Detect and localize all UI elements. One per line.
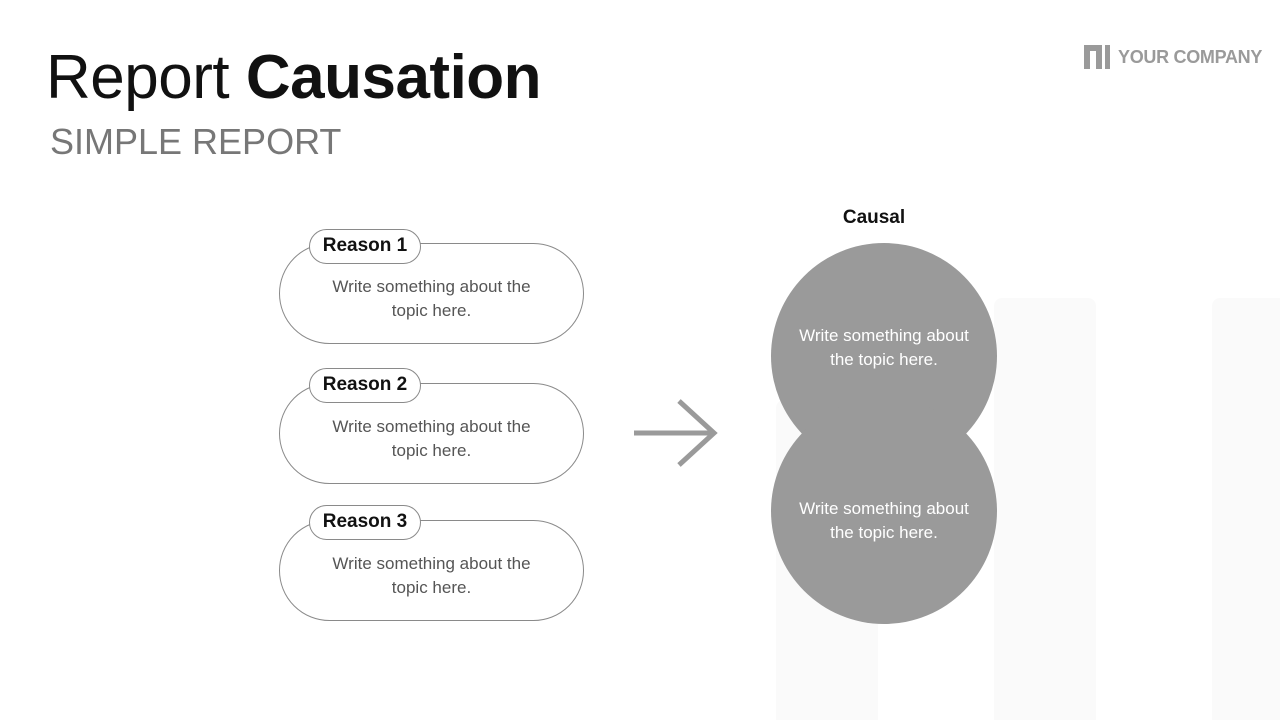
reason-box-2: Write something about the topic here. [279,383,584,484]
reason-text-3: Write something about the topic here. [332,554,531,597]
causal-text-1: Write something about the topic here. [799,326,969,369]
reason-text-1: Write something about the topic here. [332,277,531,320]
causal-text-2: Write something about the topic here. [799,499,969,542]
reason-text-2: Write something about the topic here. [332,417,531,460]
causal-circle-2 [771,398,997,624]
causal-label: Causal [842,207,906,228]
page-subtitle: SIMPLE REPORT [50,121,342,162]
reason-box-3: Write something about the topic here. [279,520,584,621]
reason-label-2: Reason 2 [309,368,421,403]
arrow-right-icon [634,399,718,467]
page-title-bold: Causation [245,43,542,112]
company-logo-text: YOUR COMPANY [1118,46,1263,67]
page-title-light: Report [46,43,230,112]
background-bar [994,298,1096,720]
background-bar [1212,298,1280,720]
company-logo: YOUR COMPANY [1084,44,1262,70]
reason-label-3: Reason 3 [309,505,421,540]
reason-label-1: Reason 1 [309,229,421,264]
company-logo-icon [1084,45,1110,69]
page-title: Report Causation [46,42,542,114]
